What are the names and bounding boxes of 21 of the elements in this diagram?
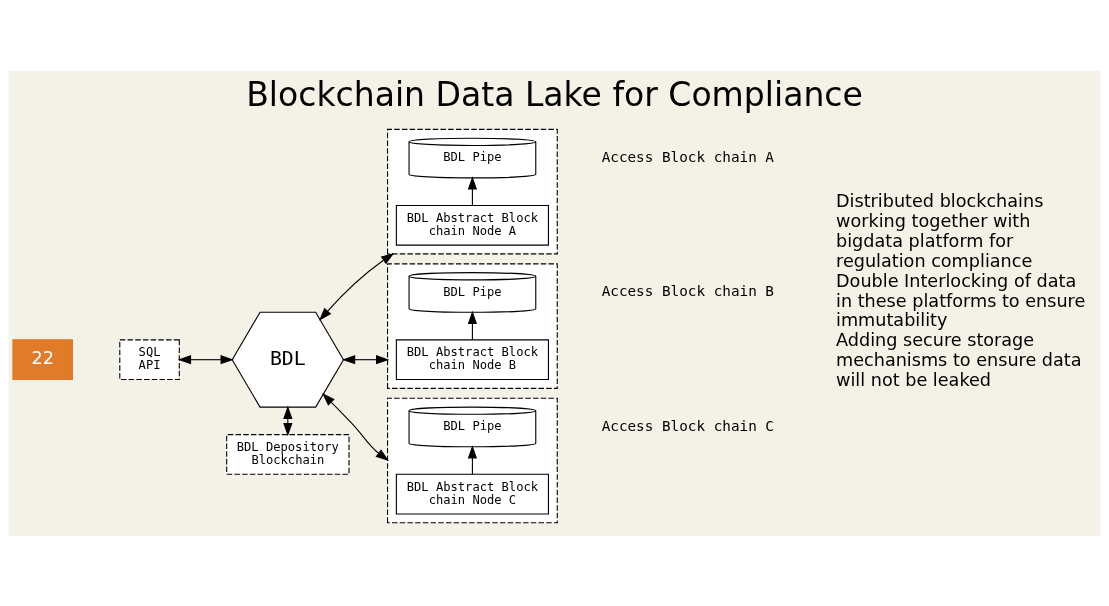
node-box: BDL Abstract Block chain Node B — [395, 338, 549, 380]
label: Adding secure storage mechanisms to ensure data will not be leaked — [836, 329, 1082, 390]
label: 22 — [31, 347, 54, 368]
node-label: Access Block chain A — [601, 148, 774, 165]
arrow — [177, 354, 234, 364]
arrow — [322, 392, 389, 461]
cluster — [387, 262, 558, 389]
node-box: BDL Abstract Block chain Node A — [395, 204, 549, 246]
arrow — [319, 252, 395, 321]
diagram-title: Blockchain Data Lake for Compliance — [246, 74, 863, 114]
node-box: BDL Abstract Block chain Node C — [395, 473, 549, 514]
label: Distributed blockchains working together with bigdata platform for regulation compliance — [836, 190, 1044, 271]
node-box: BDL Depository Blockchain — [226, 433, 350, 475]
node-label: Access Block chain B — [601, 282, 774, 299]
node-label: Access Block chain C — [601, 417, 774, 434]
cluster — [387, 128, 558, 254]
node-box: SQL API — [119, 338, 180, 380]
arrow — [342, 354, 390, 364]
arrow — [283, 405, 293, 436]
cluster — [387, 397, 558, 523]
label: Double Interlocking of data in these platforms to ensure immutability — [836, 270, 1086, 330]
